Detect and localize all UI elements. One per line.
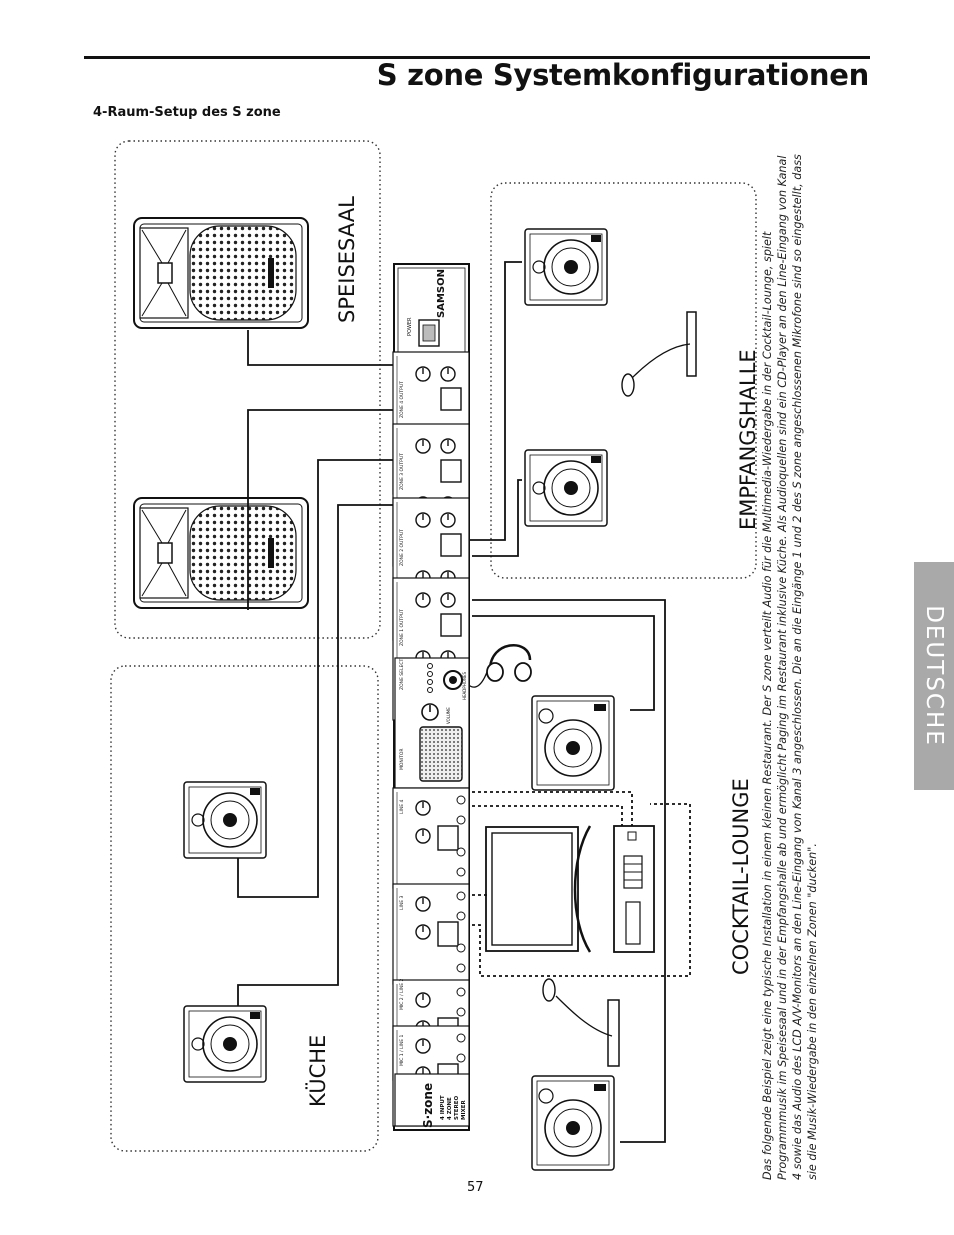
room-label-cocktail-lounge: COCKTAIL-LOUNGE	[729, 778, 753, 975]
line-4-label: LINE 4	[399, 800, 405, 814]
room-label-speisesaal: SPEISESAAL	[335, 196, 359, 323]
zone-3-output-label: ZONE 3 OUTPUT	[399, 453, 405, 490]
speaker-empfangshalle-top	[524, 228, 608, 306]
description-paragraph: Das folgende Beispiel zeigt eine typisch…	[761, 154, 819, 1180]
zone-1-output-label: ZONE 1 OUTPUT	[399, 609, 405, 646]
section-title: 4-Raum-Setup des S zone	[93, 105, 281, 120]
pa-speaker-speisesaal-bottom	[133, 497, 309, 609]
microphone-empfangshalle	[621, 311, 697, 397]
speaker-kueche-top	[183, 781, 267, 859]
microphone-cocktail	[542, 978, 620, 1067]
speaker-empfangshalle-bottom	[524, 449, 608, 527]
speaker-cocktail-top	[531, 695, 615, 791]
headphones	[465, 644, 532, 688]
line-3-label: LINE 3	[399, 896, 405, 910]
room-label-empfangshalle: EMPFANGSHALLE	[736, 349, 760, 530]
mic1-line1-label: MIC 1 / LINE 1	[399, 1035, 405, 1066]
description-text: Das folgende Beispiel zeigt eine typisch…	[760, 152, 820, 1180]
model-line-2: 4 ZONE	[447, 1097, 453, 1120]
cd-player	[613, 825, 655, 953]
language-tab-label: DEUTSCHE	[921, 605, 947, 747]
dotted-cables	[472, 791, 691, 977]
cables	[237, 261, 666, 1143]
zone-4-output-label: ZONE 4 OUTPUT	[399, 381, 405, 418]
top-rule	[84, 56, 870, 59]
page-title: S zone Systemkonfigurationen	[376, 58, 870, 92]
zone-2-output-label: ZONE 2 OUTPUT	[399, 529, 405, 566]
room-label-kueche: KÜCHE	[305, 1035, 330, 1107]
lcd-av-monitor	[485, 825, 592, 953]
pa-speaker-speisesaal-top	[133, 217, 309, 329]
page-number: 57	[467, 1180, 484, 1195]
zone-select-label: ZONE SELECT	[399, 659, 405, 690]
model-line-3: STEREO	[454, 1096, 460, 1120]
speaker-cocktail-bottom	[531, 1075, 615, 1171]
monitor-speaker-grille	[419, 726, 463, 782]
mic2-line2-label: MIC 2 / LINE 2	[399, 979, 405, 1010]
language-tab: DEUTSCHE	[914, 562, 954, 790]
monitor-label: MONITOR	[399, 748, 405, 770]
headphones-label: HEADPHONES	[462, 672, 467, 700]
volume-label: VOLUME	[446, 707, 451, 724]
speaker-kueche-bottom	[183, 1005, 267, 1083]
mixer-brand: SAMSON	[436, 269, 447, 318]
szone-logo: S·zone	[421, 1083, 435, 1128]
room-kueche-border	[110, 665, 379, 1152]
monitor-volume-knob[interactable]	[421, 703, 439, 721]
model-line-4: MIXER	[461, 1099, 467, 1120]
model-line-1: 4 INPUT	[440, 1095, 446, 1120]
szone-mixer: SAMSON POWER ZONE 4 OUTPUT ZONE 3 OUTPUT…	[393, 263, 470, 1131]
room-empfangshalle-border	[490, 182, 757, 579]
room-speisesaal-border	[114, 140, 381, 639]
power-label: POWER	[407, 317, 413, 336]
